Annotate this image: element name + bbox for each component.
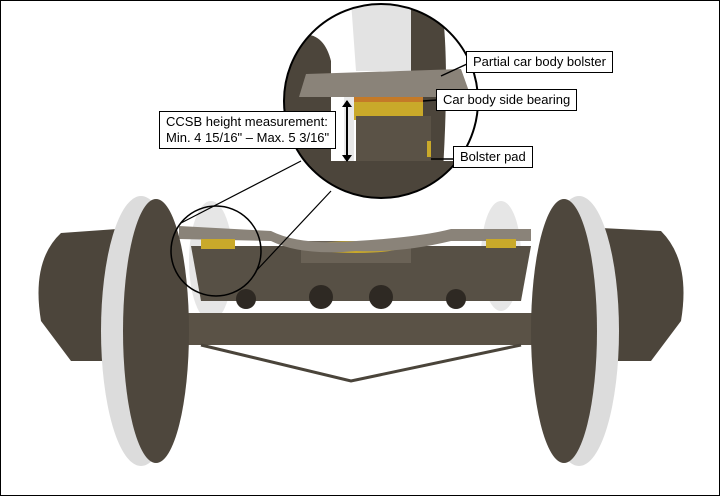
- detail-callout-circle: [170, 205, 262, 297]
- ccsb-line-1: CCSB height measurement:: [166, 114, 328, 129]
- car-body-bolster-plate: [179, 226, 531, 253]
- near-right-wheel: [531, 199, 597, 463]
- near-left-wheel: [123, 199, 189, 463]
- brake-beam: [151, 313, 571, 345]
- ccsb-line-2: Min. 4 15/16" – Max. 5 3/16": [166, 130, 330, 145]
- label-bolster-pad: Bolster pad: [453, 146, 533, 168]
- label-partial-car-body-bolster: Partial car body bolster: [466, 51, 613, 73]
- left-side-bearing: [201, 239, 235, 249]
- truck-bolster: [191, 246, 531, 301]
- label-ccsb-height: CCSB height measurement: Min. 4 15/16" –…: [159, 111, 337, 149]
- right-side-bearing: [486, 239, 516, 248]
- label-car-body-side-bearing: Car body side bearing: [436, 89, 578, 111]
